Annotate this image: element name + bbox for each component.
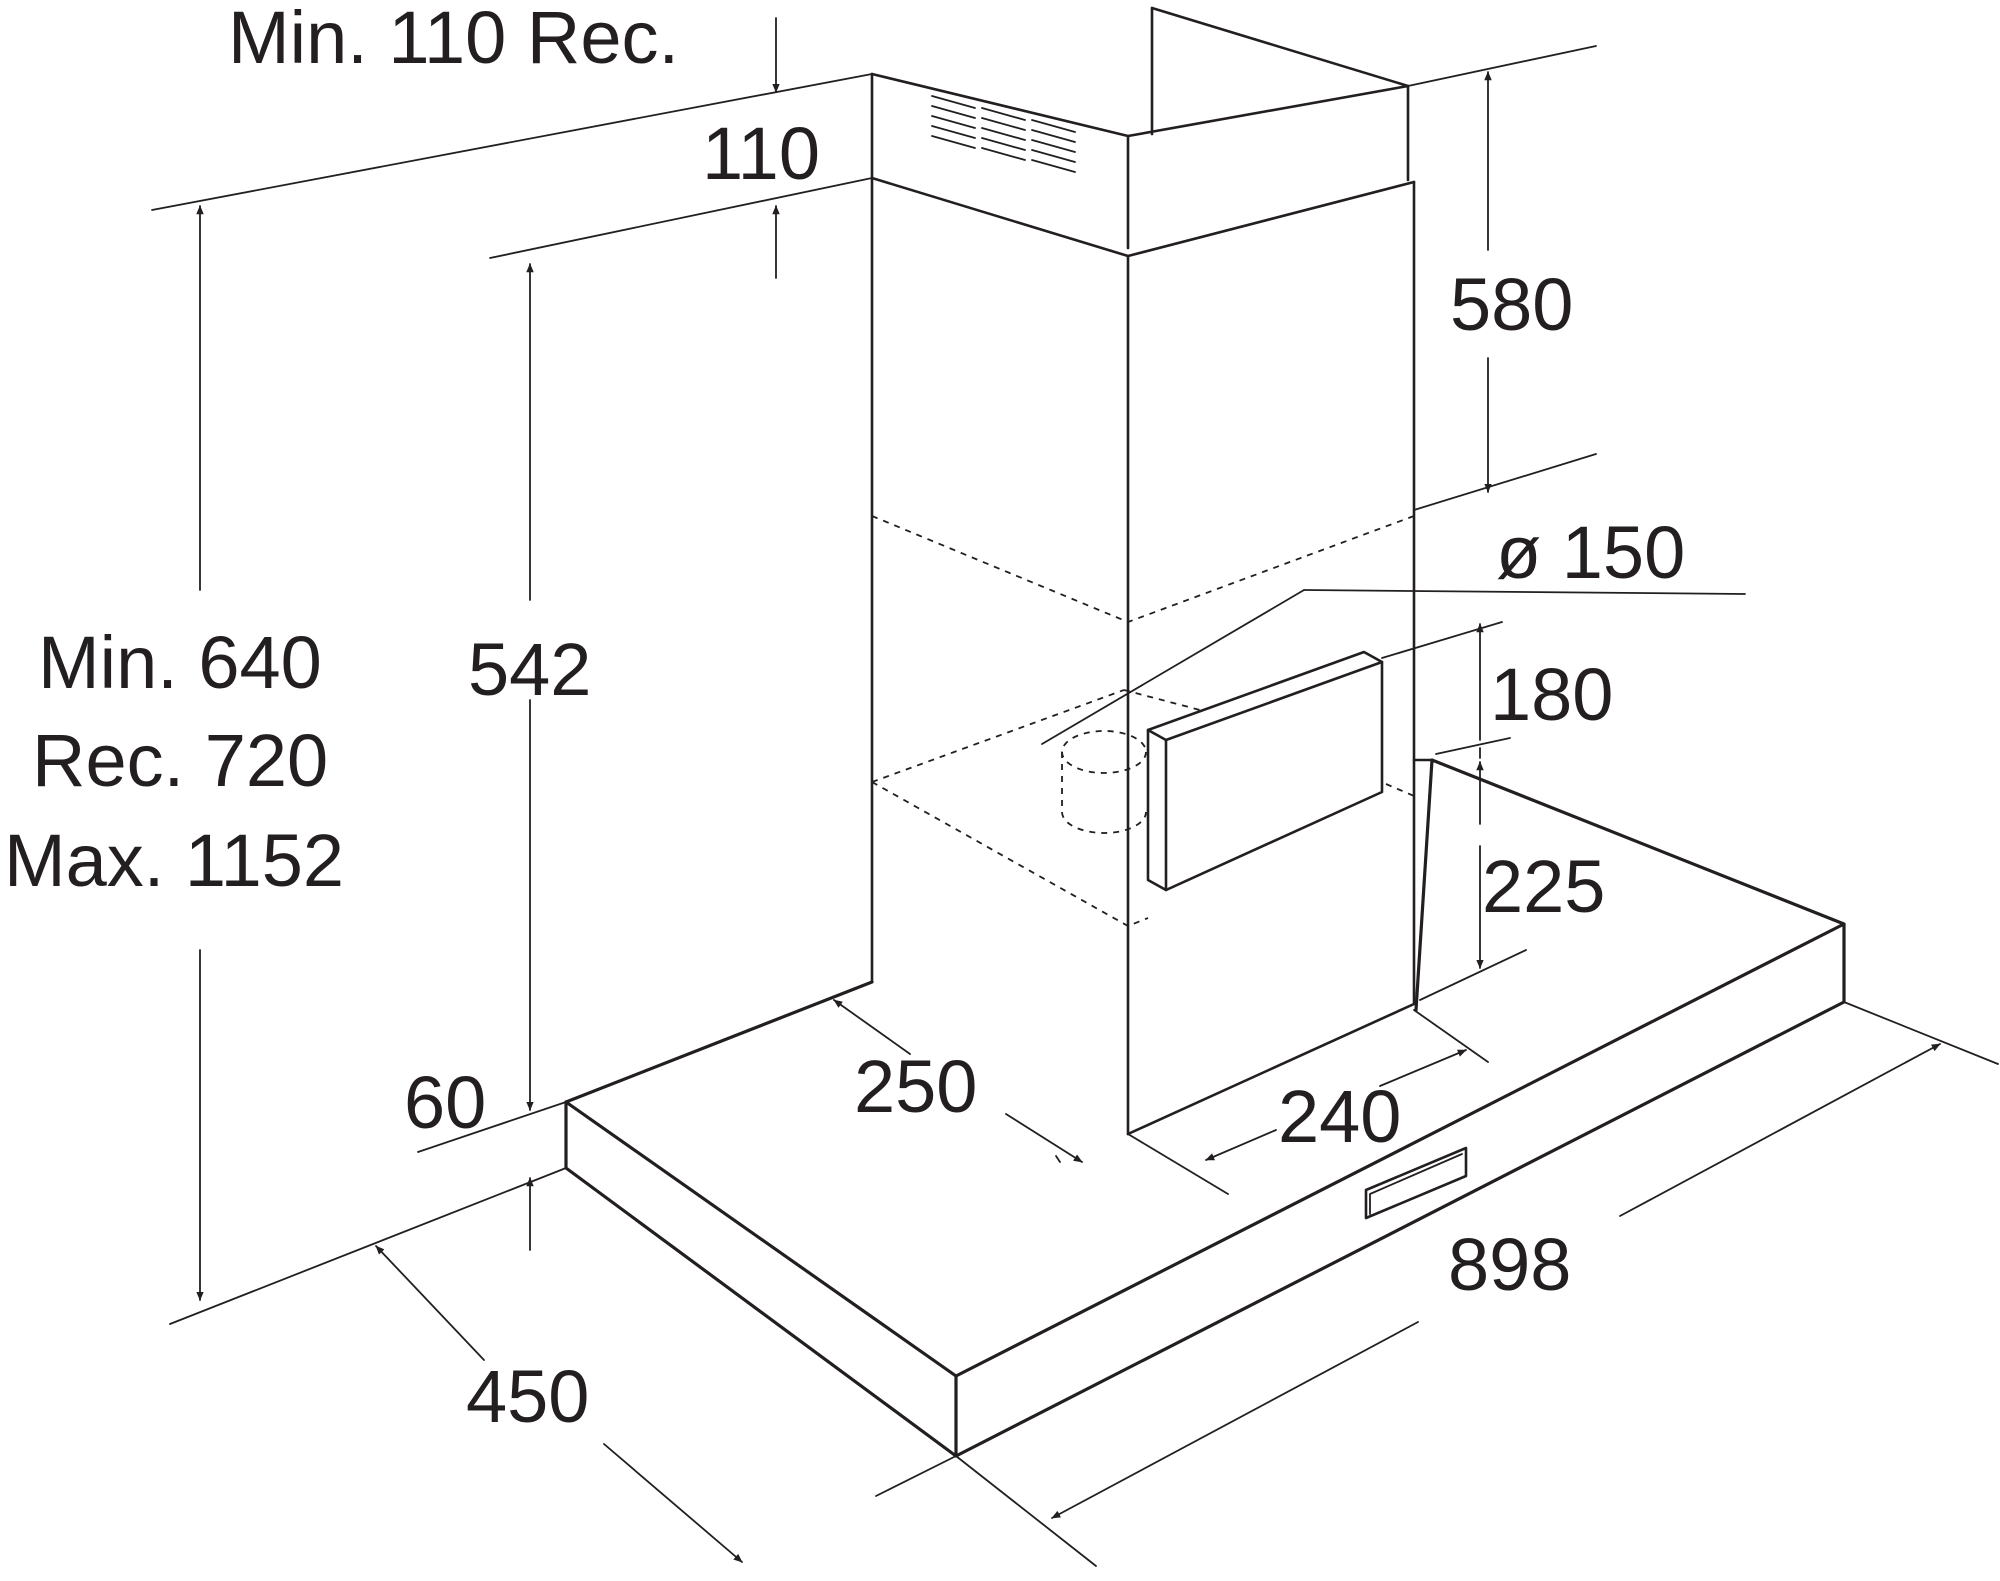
- label-110: 110: [702, 112, 820, 195]
- label-240: 240: [1278, 1075, 1401, 1158]
- chimney-lower-section: [870, 176, 1416, 1136]
- label-60: 60: [404, 1061, 486, 1144]
- label-450: 450: [466, 1355, 589, 1438]
- label-rec-720: Rec. 720: [32, 719, 328, 802]
- vent-grille: [931, 95, 1076, 173]
- label-250: 250: [854, 1045, 977, 1128]
- label-min-110-rec: Min. 110 Rec.: [228, 0, 679, 79]
- label-225: 225: [1482, 845, 1605, 928]
- canopy: [564, 758, 1846, 1458]
- duct-outlet: [1061, 730, 1147, 834]
- label-diameter-150: ø 150: [1496, 511, 1685, 594]
- label-898: 898: [1448, 1223, 1571, 1306]
- dimension-labels: Min. 110 Rec. 110 580 ø 150 180 225 542 …: [4, 0, 1685, 1438]
- chimney-upper-section: [870, 6, 1410, 250]
- label-180: 180: [1490, 653, 1613, 736]
- label-min-640: Min. 640: [38, 621, 322, 704]
- label-max-1152: Max. 1152: [4, 819, 344, 902]
- label-542: 542: [468, 628, 591, 711]
- dimension-lines: [196, 17, 1941, 1563]
- hidden-lines: [871, 515, 1415, 927]
- control-panel-display: [1364, 1146, 1468, 1220]
- label-580: 580: [1450, 263, 1573, 346]
- filter-box: [1146, 650, 1384, 892]
- extension-lines: [151, 45, 1999, 1567]
